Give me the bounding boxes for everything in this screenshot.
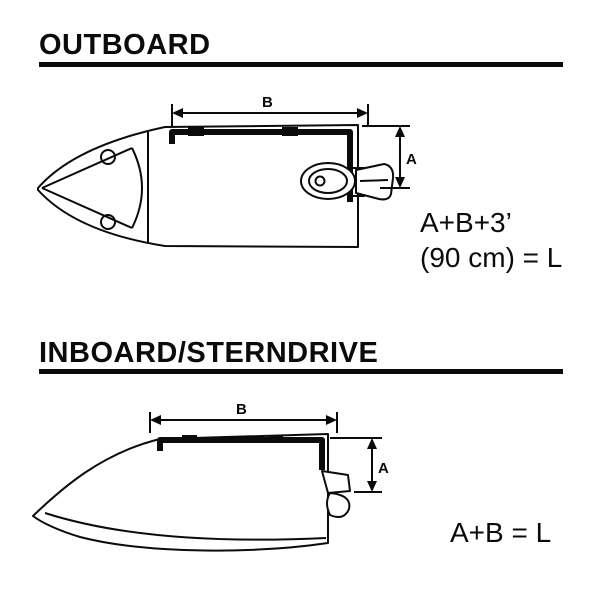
outboard-formula-line1: A+B+3’ (420, 207, 512, 238)
dimension-a (330, 437, 382, 493)
arrow-left-icon (172, 108, 183, 118)
dimension-a-label: A (406, 151, 417, 168)
inboard-boat-diagram: B A A+B = L (32, 401, 551, 552)
dimension-b-arrows (150, 415, 337, 425)
deck-cleats (182, 435, 283, 443)
inboard-boat-hull-sideview (32, 433, 351, 552)
outboard-formula-line2: (90 cm) = L (420, 242, 562, 273)
outboard-title-rule (39, 62, 563, 67)
inboard-section-title: INBOARD/STERNDRIVE (39, 337, 379, 369)
cleat (268, 435, 283, 443)
dimension-a (362, 125, 410, 189)
bow-hatch-circle (100, 214, 116, 230)
dimension-b (171, 104, 369, 126)
bow-hatch-circle (100, 149, 116, 165)
dimension-a-extensions (330, 437, 382, 493)
arrow-right-icon (326, 415, 337, 425)
inboard-formula: A+B = L (450, 517, 551, 548)
dimension-a-arrows (367, 438, 377, 492)
motor-lower-unit (355, 163, 395, 201)
sterndrive-bracket (321, 470, 351, 494)
motor-plate-line (359, 179, 389, 182)
dimension-b-label: B (236, 401, 247, 418)
motor-cowl-inner (308, 168, 348, 194)
outboard-section-title: OUTBOARD (39, 29, 211, 61)
outboard-boat-hull-topview (37, 124, 395, 248)
bow-inner-lines (41, 147, 133, 229)
arrow-up-icon (367, 438, 377, 449)
hull-outline (37, 124, 359, 248)
deck-gunwale (157, 437, 325, 470)
dimension-b-ticks (171, 104, 369, 126)
dimension-a-extensions (362, 125, 410, 189)
dimension-b (149, 412, 338, 433)
deck-cleats (188, 127, 298, 136)
windshield-curve (131, 147, 143, 229)
dimension-a-label: A (378, 460, 389, 477)
cleat (282, 127, 298, 136)
sterndrive-lower-unit (326, 492, 351, 518)
dimension-b-ticks (149, 412, 338, 433)
dimension-a-arrows (395, 126, 405, 188)
inboard-title-rule (39, 369, 563, 374)
outboard-boat-diagram: B A A+B+3’ (90 cm) = L (37, 94, 562, 273)
arrow-down-icon (395, 177, 405, 188)
arrow-up-icon (395, 126, 405, 137)
motor-cap (314, 175, 326, 187)
arrow-left-icon (150, 415, 161, 425)
dimension-b-arrows (172, 108, 368, 118)
dimension-b-label: B (262, 94, 273, 111)
hull-chine-line (44, 512, 327, 541)
arrow-right-icon (357, 108, 368, 118)
cleat (182, 435, 197, 443)
cleat (188, 127, 204, 136)
hull-outline (32, 433, 329, 552)
arrow-down-icon (367, 481, 377, 492)
